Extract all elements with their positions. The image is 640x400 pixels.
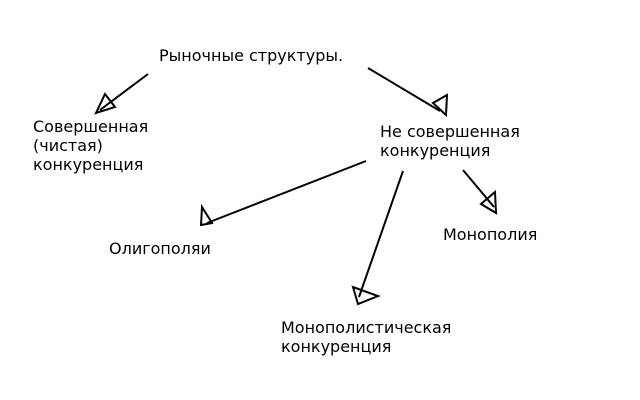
arrowhead-open-icon — [479, 189, 498, 215]
node-oligopoly: Олигополяи — [109, 239, 211, 258]
node-imperfect-line-2: конкуренция — [380, 141, 491, 160]
connector-root-to-perfect — [99, 73, 149, 111]
node-oligopoly-label: Олигополяи — [109, 239, 211, 258]
connector-imperfect-to-monopolistic — [358, 170, 404, 298]
node-perfect-line-3: конкуренция — [33, 155, 144, 174]
node-root-label: Рыночные структуры. — [159, 46, 344, 65]
connector-imperfect-to-monopoly — [462, 169, 495, 208]
connector-root-to-imperfect — [367, 67, 441, 112]
arrowhead-open-icon — [94, 92, 117, 115]
node-monopoly: Монополия — [443, 225, 537, 244]
connector-imperfect-to-oligopoly — [206, 160, 367, 224]
node-imperfect-competition: Не совершенная конкуренция — [380, 122, 520, 160]
arrowhead-open-icon — [351, 285, 381, 306]
node-monopoly-label: Монополия — [443, 225, 538, 244]
node-perfect-line-1: Совершенная — [33, 117, 149, 136]
arrowhead-open-icon — [431, 93, 449, 118]
node-perfect-line-2: (чистая) — [33, 136, 103, 155]
node-root: Рыночные структуры. — [159, 46, 343, 65]
node-perfect-competition: Совершенная (чистая) конкуренция — [33, 117, 148, 174]
node-monopolistic-line-1: Монополистическая — [281, 318, 452, 337]
node-monopolistic-competition: Монополистическая конкуренция — [281, 318, 451, 356]
node-imperfect-line-1: Не совершенная — [380, 122, 520, 141]
node-monopolistic-line-2: конкуренция — [281, 337, 392, 356]
arrowhead-open-icon — [199, 203, 214, 227]
